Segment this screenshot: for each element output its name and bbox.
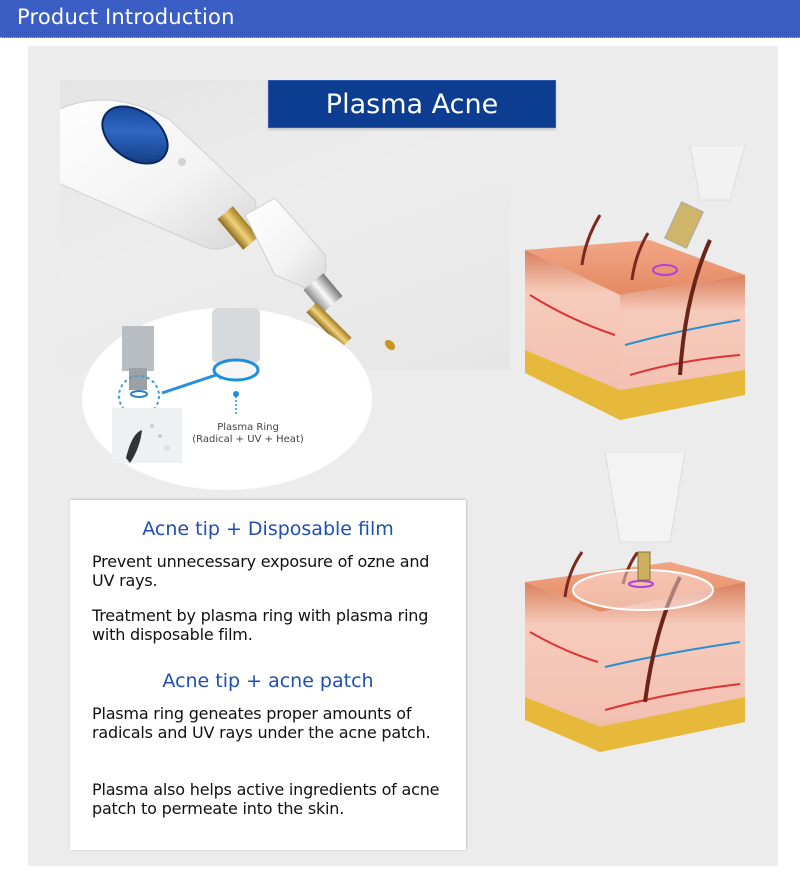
page-title: Plasma Acne xyxy=(325,88,499,120)
product-photo xyxy=(60,80,510,370)
section-heading-disposable-film: Acne tip + Disposable film xyxy=(142,518,394,540)
section-heading-acne-patch: Acne tip + acne patch xyxy=(162,670,374,692)
header-title: Product Introduction xyxy=(17,5,235,29)
plasma-ring-inset xyxy=(82,308,372,490)
skin-diagram-vertical-tip xyxy=(520,451,750,752)
title-banner: Plasma Acne xyxy=(268,80,556,128)
plasma-ring-label: Plasma Ring (Radical + UV + Heat) xyxy=(178,422,318,446)
header-bar: Product Introduction xyxy=(0,0,800,38)
section-paragraph: Plasma ring geneates proper amounts of r… xyxy=(92,704,431,742)
plasma-ring-label-line2: (Radical + UV + Heat) xyxy=(192,434,304,445)
plasma-ring-illustration xyxy=(112,308,260,463)
section-paragraph: Plasma also helps active ingredients of … xyxy=(92,780,440,818)
section-paragraph: Treatment by plasma ring with plasma rin… xyxy=(92,606,429,644)
info-card: Acne tip + Disposable film Prevent unnec… xyxy=(70,500,466,850)
plasma-pen-image xyxy=(60,99,396,351)
plasma-ring-label-line1: Plasma Ring xyxy=(217,422,279,433)
section-paragraph: Prevent unnecessary exposure of ozne and… xyxy=(92,552,430,590)
skin-diagram-angled-tip xyxy=(520,144,750,420)
